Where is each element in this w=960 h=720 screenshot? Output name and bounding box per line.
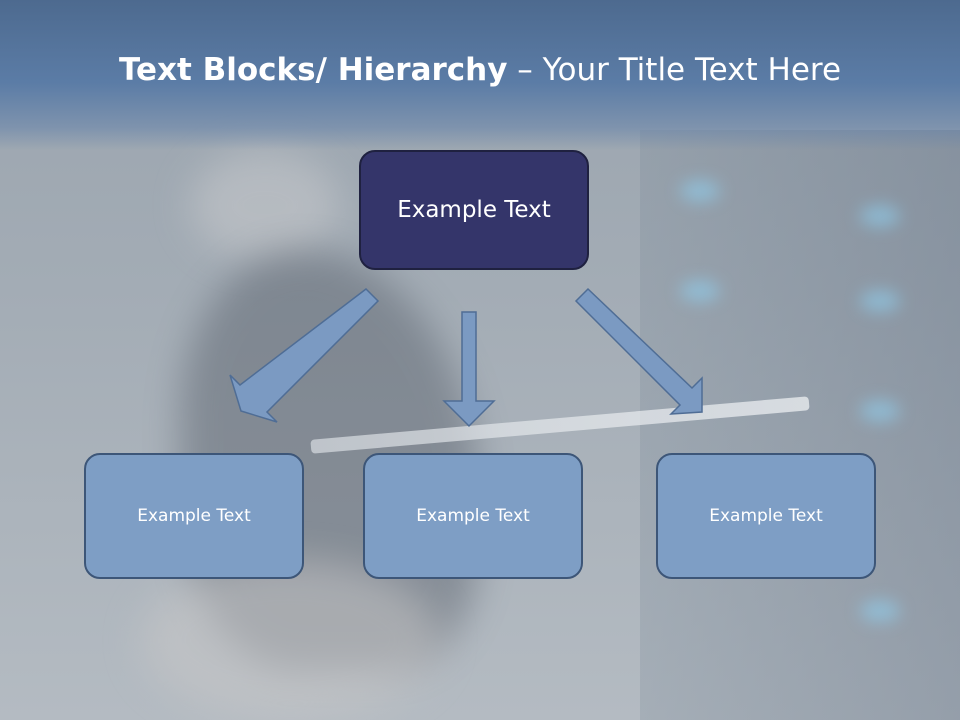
bg-hand-low [140,560,440,720]
arrow-to-right-box [574,287,703,415]
bg-hand-top [190,150,340,260]
bg-server-rack [640,130,960,720]
child-box-label: Example Text [709,506,823,526]
bg-server-light [680,180,720,202]
slide-title: Text Blocks/ Hierarchy – Your Title Text… [0,52,960,88]
arrow-to-center-box [442,311,496,428]
bg-server-light [680,280,720,302]
child-box-right[interactable]: Example Text [656,453,876,579]
bg-server-light [860,205,900,227]
root-box-label: Example Text [397,197,551,223]
title-rest: – Your Title Text Here [507,52,842,88]
child-box-center[interactable]: Example Text [363,453,583,579]
title-band [0,0,960,150]
root-box[interactable]: Example Text [359,150,589,270]
title-bold: Text Blocks/ Hierarchy [118,52,508,88]
bg-server-light [860,600,900,622]
arrow-to-left-box [229,288,380,423]
child-box-label: Example Text [137,506,251,526]
child-box-label: Example Text [416,506,530,526]
child-box-left[interactable]: Example Text [84,453,304,579]
bg-server-light [860,290,900,312]
bg-server-light [860,400,900,422]
